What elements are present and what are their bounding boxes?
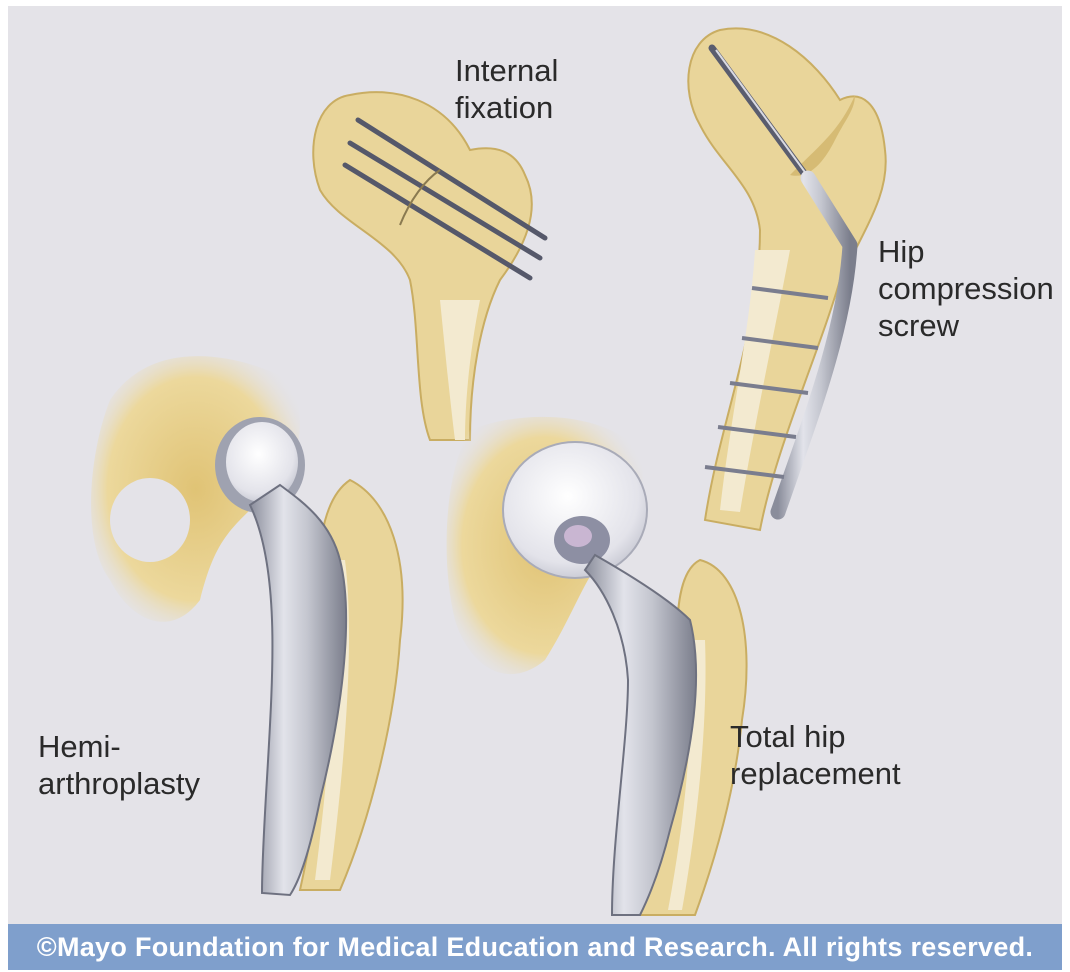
copyright-bar: ©Mayo Foundation for Medical Education a… [8,924,1062,970]
hemi-arthroplasty-implant [91,356,402,895]
label-hip-compression-screw: Hip compression screw [878,233,1054,344]
copyright-text: ©Mayo Foundation for Medical Education a… [37,932,1033,963]
total-hip-replacement-implant [447,417,747,915]
label-internal-fixation: Internal fixation [455,52,558,126]
label-total-hip-replacement: Total hip replacement [730,718,901,792]
hip-compression-screw-femur [688,28,885,530]
internal-fixation-femur [313,92,545,440]
label-hemi-arthroplasty: Hemi- arthroplasty [38,728,200,802]
